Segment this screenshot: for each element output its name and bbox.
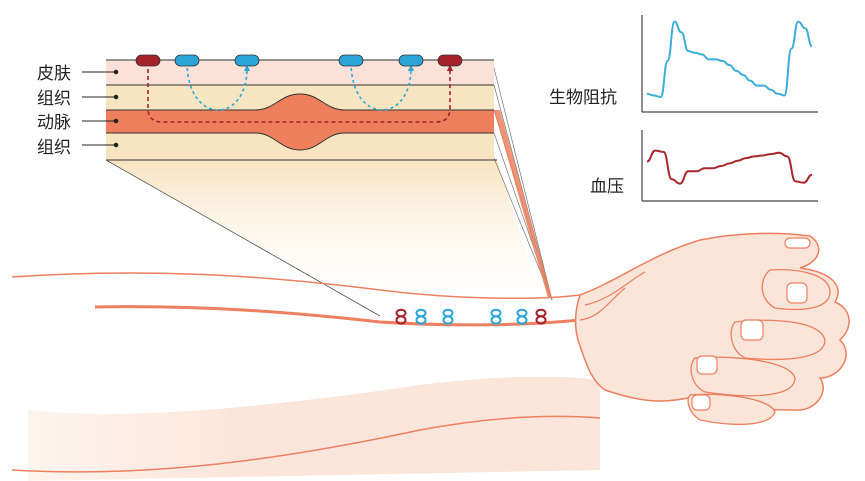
voltage-sensor	[442, 308, 454, 325]
current-electrode	[437, 54, 463, 67]
thumbnail	[784, 237, 811, 249]
injection-current-path	[147, 62, 454, 123]
wrist-sensors	[395, 308, 547, 325]
label-blood-pressure: 血压	[590, 177, 624, 197]
fingernail	[740, 319, 764, 341]
forearm-upper-edge	[11, 272, 581, 300]
voltage-electrode	[234, 54, 260, 67]
voltage-sensor	[415, 308, 427, 325]
voltage-sensor	[490, 308, 502, 325]
fingernail	[696, 355, 718, 375]
wedge-line-left	[105, 159, 381, 317]
tissue-cross-section	[106, 59, 497, 161]
label-tissue-lower: 组织	[37, 138, 71, 158]
wedge-line-right-1	[491, 59, 553, 301]
current-sensor	[535, 308, 547, 325]
bioimpedance-plot: 生物阻抗	[549, 15, 818, 113]
label-skin: 皮肤	[37, 64, 71, 84]
voltage-electrode	[174, 54, 200, 67]
current-electrode	[135, 54, 161, 67]
forearm-illustration	[11, 232, 850, 481]
label-artery: 动脉	[37, 113, 71, 133]
skin-layer	[106, 60, 494, 85]
voltage-electrode	[398, 54, 424, 67]
voltage-sensor	[516, 308, 528, 325]
fingernail	[691, 394, 711, 411]
sense-path-right	[350, 61, 415, 111]
bioimpedance-waveform	[646, 20, 813, 99]
magnification-wedge	[105, 59, 553, 318]
blood-pressure-waveform	[646, 149, 813, 185]
voltage-electrode	[338, 54, 364, 67]
forearm-lower-edge	[11, 415, 601, 473]
layer-labels: 皮肤 组织 动脉 组织	[37, 64, 119, 158]
current-paths	[147, 61, 454, 123]
label-bioimpedance: 生物阻抗	[549, 88, 617, 108]
fingernail	[786, 282, 808, 304]
label-tissue-upper: 组织	[37, 89, 71, 109]
sense-path-left	[186, 61, 251, 111]
electrode-row	[135, 54, 463, 67]
blood-pressure-plot: 血压	[590, 130, 818, 202]
current-sensor	[395, 308, 407, 325]
